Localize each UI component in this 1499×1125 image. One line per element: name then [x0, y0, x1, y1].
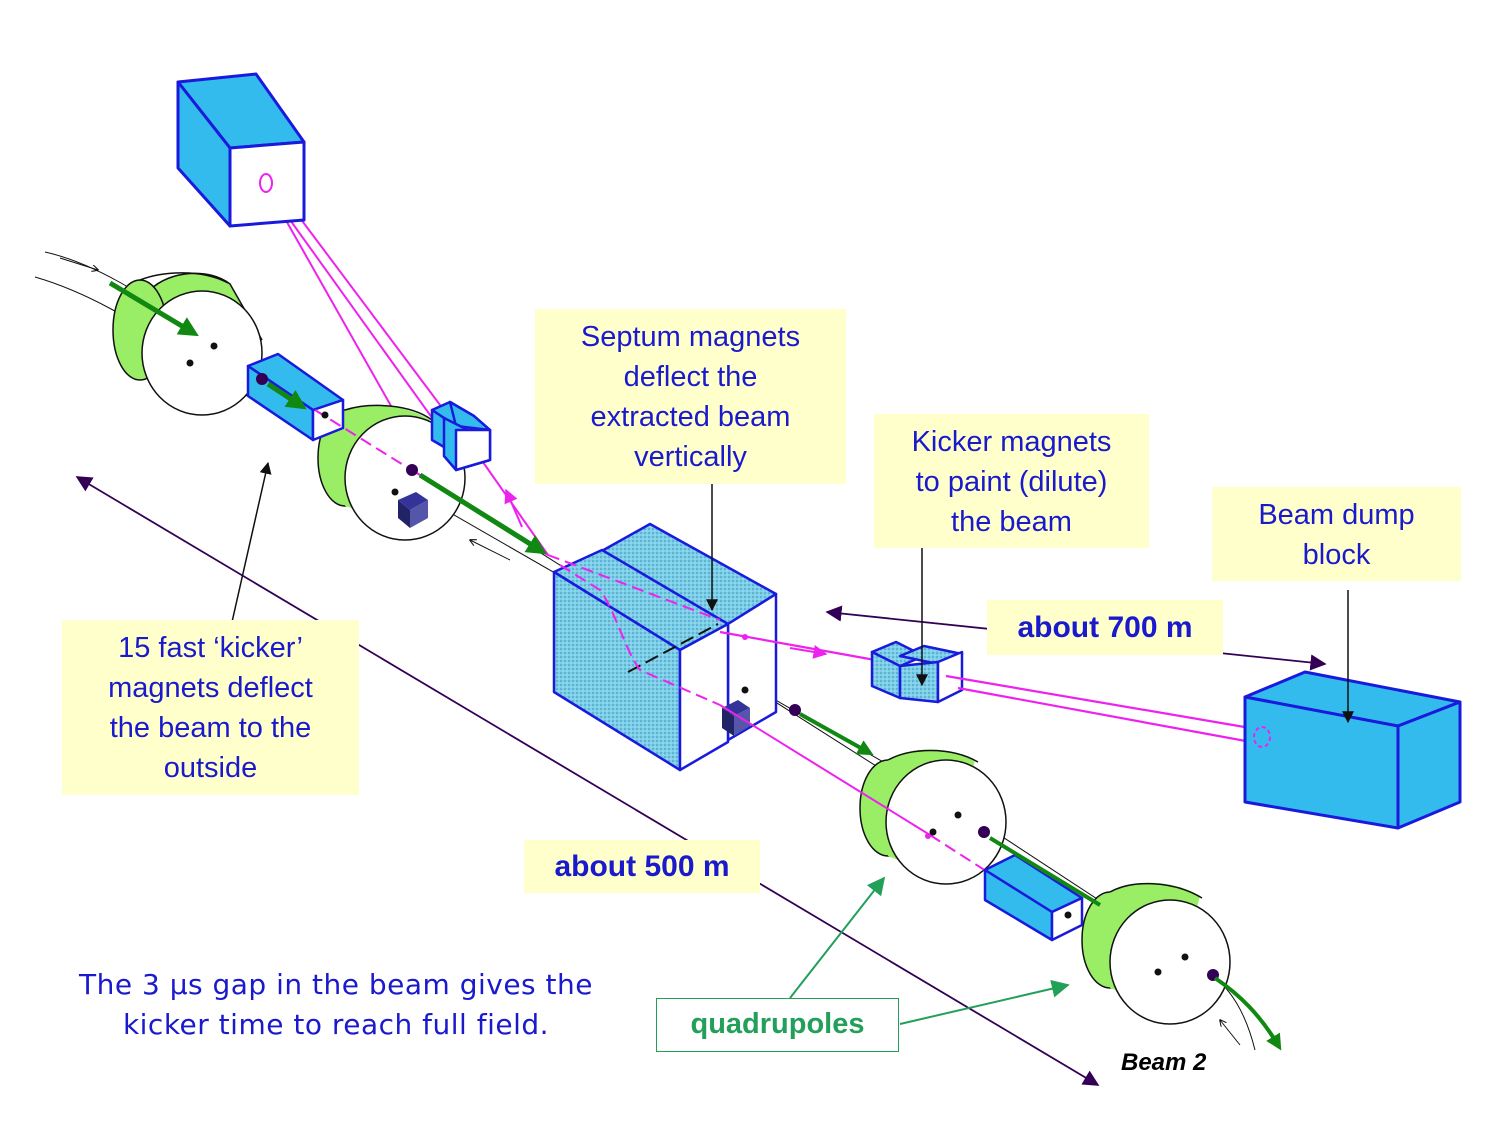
fast-kicker-callout — [231, 461, 272, 623]
gap-note-line: The 3 μs gap in the beam gives the — [79, 968, 593, 1001]
beam-dump-label-line: Beam dump — [1258, 499, 1415, 531]
quadrupole-1 — [112, 272, 263, 416]
kicker-paint-label-line: the beam — [951, 506, 1072, 538]
distance-500m-label: about 500 m — [524, 840, 760, 893]
beam-2-label: Beam 2 — [1121, 1049, 1207, 1076]
fast-kicker-label-line: the beam to the — [109, 712, 312, 744]
quadrupoles-label: quadrupoles — [656, 998, 899, 1052]
dimension-500m-line — [75, 476, 1100, 1086]
beam-dots — [186, 342, 1219, 981]
quadrupole-4 — [1081, 882, 1231, 1025]
septum-label-line: vertically — [634, 441, 747, 473]
fast-kicker-label-line: outside — [163, 752, 258, 784]
septum-label-line: deflect the — [623, 361, 758, 393]
fast-kicker-label: 15 fast ‘kicker’ magnets deflect the bea… — [62, 620, 359, 795]
quadrupole-3 — [859, 749, 1007, 885]
septum-label: Septum magnets deflect the extracted bea… — [535, 309, 846, 484]
top-beam-dump-block — [176, 72, 306, 228]
kicker-paint-label-line: Kicker magnets — [911, 426, 1112, 458]
upper-septum-block — [430, 400, 492, 472]
lower-magnet — [983, 853, 1084, 942]
kicker-paint-label: Kicker magnets to paint (dilute) the bea… — [874, 414, 1149, 548]
main-beam-dump-block — [1243, 670, 1462, 830]
fast-kicker-label-line: magnets deflect — [108, 672, 313, 704]
septum-label-line: Septum magnets — [580, 321, 801, 353]
gap-note: The 3 μs gap in the beam gives the kicke… — [60, 965, 612, 1045]
deflection-arrows — [108, 280, 1282, 1051]
small-dark-block — [398, 492, 428, 528]
beam-dump-label-line: block — [1302, 539, 1371, 571]
septum-magnets — [552, 522, 778, 772]
distance-700m-label: about 700 m — [987, 600, 1223, 655]
septum-label-line: extracted beam — [590, 401, 791, 433]
quadrupole-callout-1 — [789, 876, 886, 999]
gap-note-line: kicker time to reach full field. — [122, 1008, 550, 1041]
dilution-kicker-magnets — [870, 640, 964, 704]
fast-kicker-magnet — [246, 352, 345, 442]
quadrupole-2 — [317, 404, 466, 541]
quadrupole-callout-2 — [899, 979, 1070, 1025]
fast-kicker-label-line: 15 fast ‘kicker’ — [118, 632, 303, 664]
kicker-paint-label-line: to paint (dilute) — [915, 466, 1108, 498]
beam-dump-label: Beam dump block — [1212, 487, 1461, 581]
